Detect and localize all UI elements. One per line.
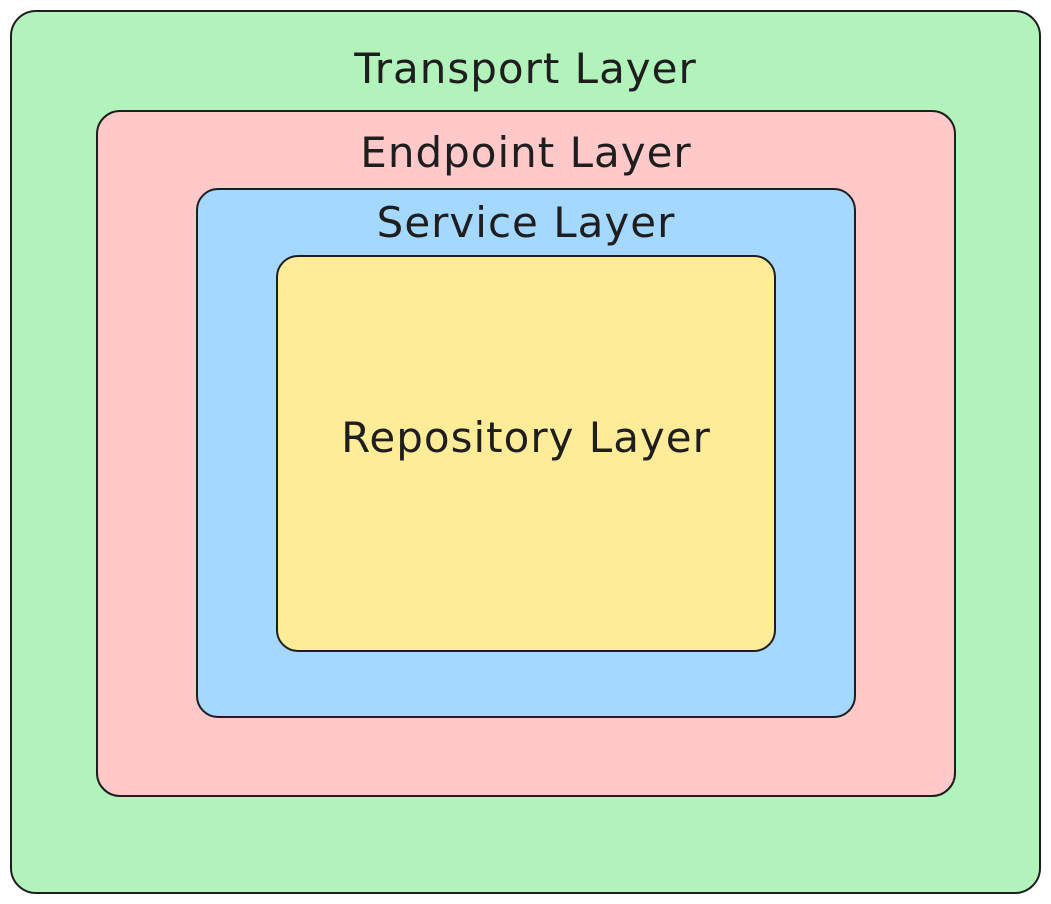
- repository-layer-box: Repository Layer: [276, 255, 776, 652]
- service-layer-box: Service Layer Repository Layer: [196, 188, 856, 718]
- endpoint-layer-label: Endpoint Layer: [360, 128, 692, 177]
- transport-layer-label: Transport Layer: [354, 44, 697, 93]
- transport-layer-box: Transport Layer Endpoint Layer Service L…: [10, 10, 1041, 894]
- service-layer-label: Service Layer: [376, 198, 676, 247]
- endpoint-layer-box: Endpoint Layer Service Layer Repository …: [96, 110, 956, 797]
- repository-layer-label: Repository Layer: [341, 413, 711, 462]
